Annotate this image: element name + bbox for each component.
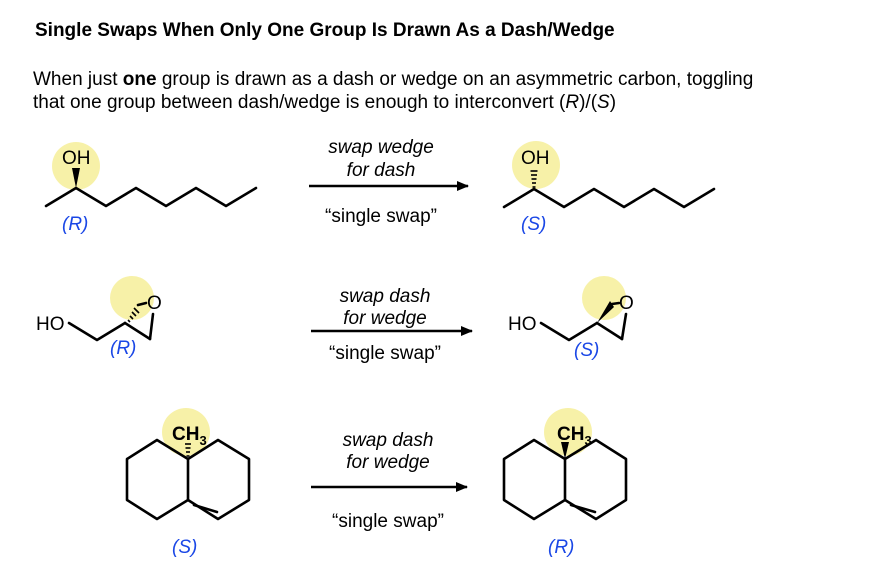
ring-bond bbox=[610, 301, 621, 306]
stereocenter-highlight bbox=[544, 408, 592, 456]
arrow-text-below: “single swap” bbox=[332, 511, 444, 532]
arrow-text-line1: swap dash bbox=[343, 430, 434, 451]
intro-line2-end: ) bbox=[609, 92, 617, 113]
intro-line1-pre: When just bbox=[33, 69, 123, 90]
arrow-text-line2: for wedge bbox=[343, 308, 426, 329]
molecule-bicyclic-r: CH3 (R) bbox=[502, 408, 628, 558]
config-label-r: (R) bbox=[110, 338, 136, 359]
config-label-s: (S) bbox=[574, 340, 599, 361]
double-bond-inner bbox=[569, 503, 597, 514]
intro-line2-mid: )/( bbox=[579, 92, 598, 113]
stereocenter-highlight bbox=[582, 276, 626, 320]
ring-bond bbox=[620, 312, 628, 341]
ch2-bonds bbox=[67, 321, 127, 342]
oxygen-atom: O bbox=[619, 293, 634, 314]
config-label-s: (S) bbox=[521, 214, 546, 235]
double-bond-inner bbox=[192, 503, 219, 514]
intro-line2-r: R bbox=[565, 92, 580, 113]
right-ring bbox=[186, 438, 251, 521]
arrow-text-below: “single swap” bbox=[329, 343, 441, 364]
arrow-text-below: “single swap” bbox=[325, 206, 437, 227]
reaction-arrow-1: swap wedge for dash “single swap” bbox=[309, 137, 469, 227]
config-label-r: (R) bbox=[62, 214, 88, 235]
dash-bond bbox=[185, 443, 191, 457]
reaction-arrow-2: swap dash for wedge “single swap” bbox=[311, 286, 473, 364]
molecule-octanol-s: OH (S) bbox=[502, 141, 716, 235]
molecule-glycidol-r: HO O (R) bbox=[36, 276, 162, 359]
ring-bond bbox=[148, 312, 155, 341]
ch3-subscript: 3 bbox=[584, 433, 591, 448]
oh-group: OH bbox=[521, 148, 550, 169]
ch3-group: CH3 bbox=[557, 424, 592, 448]
right-ring bbox=[563, 438, 628, 521]
intro-line1-bold: one bbox=[122, 69, 157, 90]
carbon-chain bbox=[502, 187, 716, 209]
stereocenter-highlight bbox=[162, 408, 210, 456]
ring-bond bbox=[595, 321, 624, 341]
arrow-text-line2: for wedge bbox=[346, 452, 429, 473]
ring-bond bbox=[136, 301, 148, 307]
config-label-r: (R) bbox=[548, 537, 574, 558]
carbon-chain bbox=[44, 186, 258, 208]
molecule-bicyclic-s: CH3 (S) bbox=[125, 408, 251, 558]
intro-line2-pre: that one group between dash/wedge is eno… bbox=[33, 92, 566, 113]
wedge-bond bbox=[561, 442, 569, 459]
stereocenter-highlight bbox=[512, 141, 560, 189]
molecule-glycidol-s: HO O (S) bbox=[508, 276, 634, 361]
wedge-bond bbox=[72, 168, 80, 188]
ring-bond bbox=[123, 321, 152, 341]
intro-line2-s: S bbox=[597, 92, 610, 113]
arrow-text-line2: for dash bbox=[347, 160, 416, 181]
ch3-group: CH3 bbox=[172, 424, 207, 448]
ho-group: HO bbox=[508, 314, 537, 335]
stereocenter-highlight bbox=[52, 142, 100, 190]
arrow-text-line1: swap wedge bbox=[328, 137, 434, 158]
dash-bond bbox=[127, 307, 140, 323]
wedge-bond bbox=[597, 301, 614, 323]
intro-line1-post: group is drawn as a dash or wedge on an … bbox=[156, 69, 754, 90]
molecule-octanol-r: OH (R) bbox=[44, 142, 258, 235]
reaction-arrow-3: swap dash for wedge “single swap” bbox=[311, 430, 468, 532]
intro-text: When just one group is drawn as a dash o… bbox=[33, 68, 878, 114]
oh-group: OH bbox=[62, 148, 91, 169]
arrow-text-line1: swap dash bbox=[340, 286, 431, 307]
ch3-text: CH bbox=[172, 424, 199, 445]
page-title: Single Swaps When Only One Group Is Draw… bbox=[35, 20, 615, 41]
stereocenter-highlight bbox=[110, 276, 154, 320]
ho-group: HO bbox=[36, 314, 65, 335]
config-label-s: (S) bbox=[172, 537, 197, 558]
ch3-text: CH bbox=[557, 424, 584, 445]
ch2-bonds bbox=[539, 321, 599, 342]
dash-bond bbox=[530, 170, 538, 188]
ch3-subscript: 3 bbox=[199, 433, 206, 448]
oxygen-atom: O bbox=[147, 293, 162, 314]
